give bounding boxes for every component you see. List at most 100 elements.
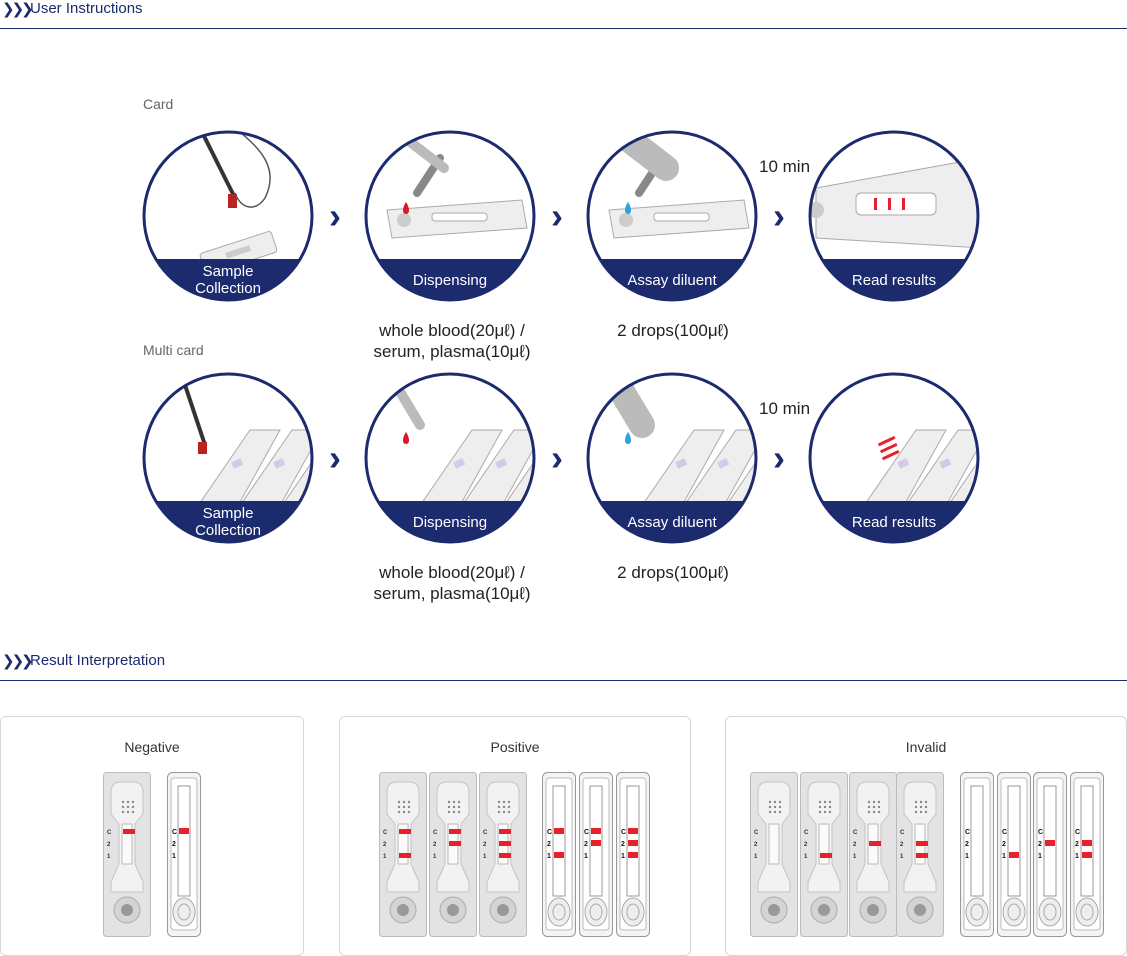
svg-text:1: 1 bbox=[172, 853, 176, 860]
svg-text:C: C bbox=[1002, 829, 1007, 836]
result-card: C 2 1 bbox=[750, 772, 798, 942]
dispense-illustration bbox=[364, 130, 536, 302]
note-diluent-card: 2 drops(100μℓ) bbox=[617, 321, 729, 340]
timer-card: 10 min bbox=[759, 157, 811, 176]
test-card: C 2 1 bbox=[379, 772, 427, 937]
svg-text:2: 2 bbox=[754, 842, 758, 848]
panel-invalid: Invalid C 2 1 C 2 1 C 2 1 bbox=[725, 716, 1127, 956]
svg-text:1: 1 bbox=[383, 854, 387, 860]
result-strip: C 2 1 bbox=[997, 772, 1031, 942]
test-card: C 2 1 bbox=[429, 772, 477, 937]
svg-text:C: C bbox=[621, 829, 626, 836]
user-instructions-header: ❯❯❯ User Instructions bbox=[0, 0, 1127, 29]
result-strip: C 2 1 bbox=[167, 772, 201, 942]
svg-text:2: 2 bbox=[900, 842, 904, 848]
collect-illustration bbox=[142, 130, 314, 302]
negative-devices: C 2 1 C 2 1 bbox=[1, 772, 303, 937]
svg-text:1: 1 bbox=[584, 853, 588, 860]
positive-devices: C 2 1 C 2 1 C 2 1 C 2 1 bbox=[340, 772, 690, 937]
result-strip: C 2 1 bbox=[1033, 772, 1067, 942]
note-dispensing-multi-card: whole blood(20μℓ) / serum, plasma(10μℓ) bbox=[373, 563, 531, 603]
svg-text:1: 1 bbox=[483, 854, 487, 860]
svg-text:1: 1 bbox=[804, 854, 808, 860]
chevrons-icon: ❯❯❯ bbox=[2, 1, 34, 18]
result-interpretation-header: ❯❯❯ Result Interpretation bbox=[0, 652, 1127, 681]
svg-text:2: 2 bbox=[804, 842, 808, 848]
svg-text:1: 1 bbox=[547, 853, 551, 860]
step-arrow-icon: › bbox=[551, 195, 563, 236]
test-card: C 2 1 bbox=[103, 772, 151, 937]
step-arrow-icon: › bbox=[773, 195, 785, 236]
svg-text:1: 1 bbox=[965, 853, 969, 860]
step-caption: Assay diluent bbox=[627, 272, 717, 289]
svg-text:2: 2 bbox=[107, 842, 111, 848]
result-strip: C 2 1 bbox=[579, 772, 613, 942]
panel-negative: Negative C 2 1 C 2 1 bbox=[0, 716, 304, 956]
row-label-card: Card bbox=[143, 96, 174, 112]
invalid-devices: C 2 1 C 2 1 C 2 1 C 2 1 bbox=[726, 772, 1126, 937]
svg-text:1: 1 bbox=[1002, 853, 1006, 860]
svg-text:C: C bbox=[853, 830, 858, 836]
section-title: User Instructions bbox=[30, 0, 143, 17]
dispense-illustration bbox=[364, 372, 536, 544]
result-strip: C 2 1 bbox=[542, 772, 576, 942]
test-strip: C 2 1 bbox=[579, 772, 613, 937]
svg-text:1: 1 bbox=[433, 854, 437, 860]
svg-text:C: C bbox=[1075, 829, 1080, 836]
test-card: C 2 1 bbox=[750, 772, 798, 937]
test-strip: C 2 1 bbox=[997, 772, 1031, 937]
svg-text:1: 1 bbox=[1038, 853, 1042, 860]
step-arrow-icon: › bbox=[551, 437, 563, 478]
result-card: C 2 1 bbox=[429, 772, 477, 942]
note-dispensing-card: whole blood(20μℓ) / serum, plasma(10μℓ) bbox=[373, 321, 531, 361]
result-strip: C 2 1 bbox=[960, 772, 994, 942]
svg-text:2: 2 bbox=[383, 842, 387, 848]
svg-text:C: C bbox=[1038, 829, 1043, 836]
panel-title-invalid: Invalid bbox=[905, 739, 947, 755]
svg-text:2: 2 bbox=[965, 841, 969, 848]
step-read-multi-card: Read results bbox=[806, 370, 982, 546]
test-strip: C 2 1 bbox=[542, 772, 576, 937]
panel-title-negative: Negative bbox=[124, 739, 180, 755]
svg-text:2: 2 bbox=[172, 841, 176, 848]
collect-illustration bbox=[142, 372, 314, 544]
step-diluent-multi-card: Assay diluent bbox=[584, 370, 760, 546]
test-card: C 2 1 bbox=[896, 772, 944, 937]
diluent-illustration bbox=[586, 372, 758, 544]
result-card: C 2 1 bbox=[379, 772, 427, 942]
step-arrow-icon: › bbox=[773, 437, 785, 478]
svg-text:C: C bbox=[433, 830, 438, 836]
read-illustration bbox=[808, 372, 980, 544]
svg-text:1: 1 bbox=[853, 854, 857, 860]
svg-text:C: C bbox=[172, 829, 177, 836]
step-caption: Read results bbox=[851, 514, 937, 531]
svg-text:2: 2 bbox=[1075, 841, 1079, 848]
test-card: C 2 1 bbox=[800, 772, 848, 937]
result-card: C 2 1 bbox=[896, 772, 944, 942]
step-caption: Read results bbox=[851, 272, 937, 289]
panel-positive: Positive C 2 1 C 2 1 C 2 1 bbox=[339, 716, 691, 956]
row-label-multi-card: Multi card bbox=[143, 342, 204, 358]
svg-text:1: 1 bbox=[621, 853, 625, 860]
note-diluent-multi-card: 2 drops(100μℓ) bbox=[617, 563, 729, 582]
test-strip: C 2 1 bbox=[960, 772, 994, 937]
svg-text:1: 1 bbox=[754, 854, 758, 860]
diluent-illustration bbox=[586, 130, 758, 302]
result-card: C 2 1 bbox=[849, 772, 897, 942]
svg-text:2: 2 bbox=[621, 841, 625, 848]
test-strip: C 2 1 bbox=[167, 772, 201, 937]
timer-multi-card: 10 min bbox=[759, 399, 811, 418]
test-card: C 2 1 bbox=[849, 772, 897, 937]
result-strip: C 2 1 bbox=[1070, 772, 1104, 942]
result-card: C 2 1 bbox=[800, 772, 848, 942]
svg-text:2: 2 bbox=[433, 842, 437, 848]
svg-text:2: 2 bbox=[1002, 841, 1006, 848]
step-arrow-icon: › bbox=[329, 437, 341, 478]
test-card: C 2 1 bbox=[479, 772, 527, 937]
svg-text:2: 2 bbox=[853, 842, 857, 848]
result-card: C 2 1 bbox=[479, 772, 527, 942]
step-caption: Assay diluent bbox=[627, 514, 717, 531]
step-arrow-icon: › bbox=[329, 195, 341, 236]
test-strip: C 2 1 bbox=[1070, 772, 1104, 937]
svg-text:C: C bbox=[804, 830, 809, 836]
